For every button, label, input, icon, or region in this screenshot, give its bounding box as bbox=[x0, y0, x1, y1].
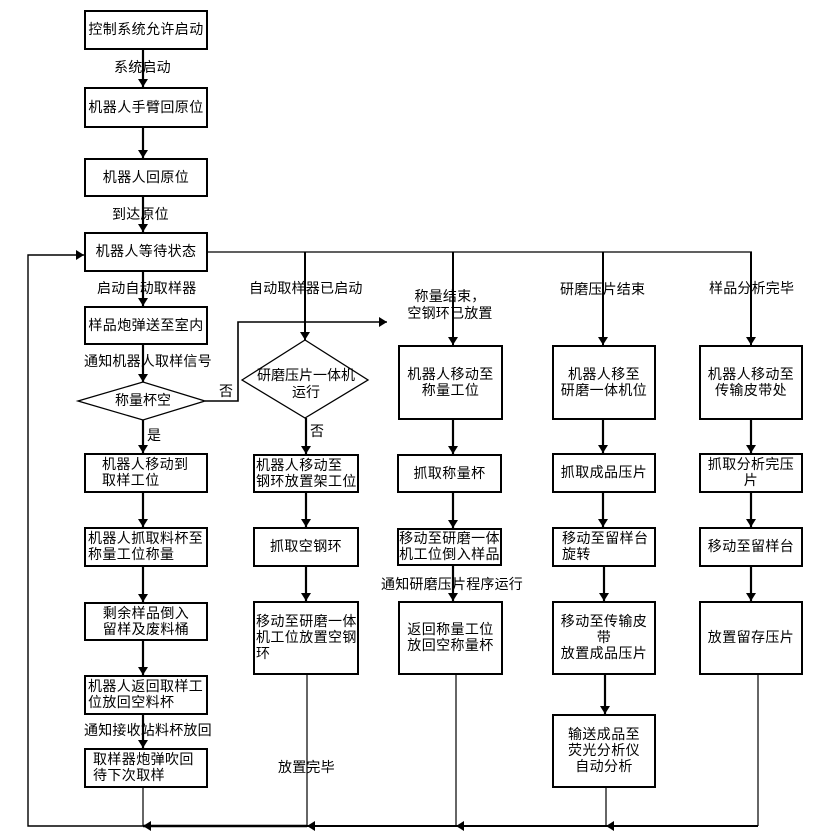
decision-label: 研磨压片一体机 运行 bbox=[257, 368, 355, 401]
decision-grinder-running-shape bbox=[240, 339, 370, 419]
node-label: 返回称量工位 放回空称量杯 bbox=[407, 622, 494, 654]
label-notify-robot-sampling: 通知机器人取样信号 bbox=[84, 354, 212, 370]
node-label: 抓取分析完压片 bbox=[707, 457, 795, 489]
node-label: 抓取空钢环 bbox=[270, 539, 342, 555]
node-label: 输送成品至 荧光分析仪 自动分析 bbox=[568, 727, 640, 775]
node-label: 机器人回原位 bbox=[102, 169, 190, 186]
node-label: 移动至留样台 旋转 bbox=[562, 531, 649, 563]
node-label: 机器人移动至 钢环放置架工位 bbox=[256, 457, 357, 490]
node-control-allow-start: 控制系统允许启动 bbox=[84, 10, 208, 50]
label-system-start: 系统启动 bbox=[114, 60, 171, 76]
node-move-to-retain: 移动至留样台 bbox=[699, 527, 803, 567]
node-convey-to-xrf: 输送成品至 荧光分析仪 自动分析 bbox=[552, 714, 656, 788]
node-robot-wait: 机器人等待状态 bbox=[84, 232, 208, 272]
node-label: 控制系统允许启动 bbox=[88, 22, 204, 38]
node-grab-pellet: 抓取成品压片 bbox=[552, 453, 656, 493]
node-label: 机器人移至 研磨一体机位 bbox=[560, 366, 648, 399]
node-move-to-weigh: 机器人移动至 称量工位 bbox=[398, 345, 503, 420]
node-shell-blow-back: 取样器炮弹吹回 待下次取样 bbox=[84, 748, 208, 788]
node-label: 机器人等待状态 bbox=[95, 244, 197, 260]
node-pour-remainder: 剩余样品倒入 留样及废料桶 bbox=[84, 602, 208, 641]
node-label: 机器人手臂回原位 bbox=[88, 99, 204, 116]
decision-cup-empty: 称量杯空 bbox=[84, 390, 202, 412]
node-move-retain-rotate: 移动至留样台 旋转 bbox=[552, 527, 656, 567]
loop-back-to-wait-state bbox=[27, 250, 143, 827]
node-robot-home: 机器人回原位 bbox=[84, 158, 208, 197]
node-label: 移动至传输皮带 放置成品压片 bbox=[560, 614, 648, 662]
decision-label: 称量杯空 bbox=[115, 392, 171, 409]
node-pour-sample-grinder: 移动至研磨一体 机工位倒入样品 bbox=[397, 528, 502, 566]
node-label: 机器人返回取样工 位放回空料杯 bbox=[88, 679, 204, 711]
node-label: 抓取称量杯 bbox=[413, 465, 486, 482]
node-label: 移动至留样台 bbox=[707, 539, 795, 555]
node-label: 移动至研磨一体 机工位倒入样品 bbox=[399, 531, 500, 563]
node-label: 抓取成品压片 bbox=[560, 465, 648, 481]
label-reached-home: 到达原位 bbox=[112, 207, 169, 223]
label-sampler-started: 自动取样器已启动 bbox=[249, 281, 363, 297]
node-label: 机器人抓取料杯至 称量工位称量 bbox=[88, 531, 204, 563]
label-notify-station-cup-return: 通知接收站料杯放回 bbox=[84, 723, 212, 739]
node-return-empty-cup: 机器人返回取样工 位放回空料杯 bbox=[84, 675, 208, 715]
node-label: 剩余样品倒入 留样及废料桶 bbox=[102, 605, 190, 638]
node-grab-empty-ring: 抓取空钢环 bbox=[253, 527, 359, 567]
node-move-to-belt-end: 机器人移动至 传输皮带处 bbox=[699, 345, 803, 420]
node-return-weigh-cup: 返回称量工位 放回空称量杯 bbox=[398, 601, 503, 675]
node-grab-analyzed-pellet: 抓取分析完压片 bbox=[699, 453, 803, 493]
label-start-auto-sampler: 启动自动取样器 bbox=[97, 281, 197, 297]
label-no-cup: 否 bbox=[219, 384, 234, 400]
label-placement-done: 放置完毕 bbox=[278, 760, 335, 776]
node-label: 取样器炮弹吹回 待下次取样 bbox=[93, 752, 194, 784]
node-label: 机器人移动至 称量工位 bbox=[407, 366, 494, 399]
node-label: 放置留存压片 bbox=[707, 630, 795, 646]
node-move-to-sampling: 机器人移动到 取样工位 bbox=[84, 453, 208, 493]
node-label: 机器人移动到 取样工位 bbox=[102, 457, 189, 489]
node-store-pellet: 放置留存压片 bbox=[699, 601, 803, 675]
label-weigh-done: 称量结束， 空钢环已放置 bbox=[407, 289, 493, 322]
label-no-grinder: 否 bbox=[310, 424, 325, 440]
node-label: 移动至研磨一体 机工位放置空钢 环 bbox=[256, 614, 357, 662]
node-grab-cup-weigh: 机器人抓取料杯至 称量工位称量 bbox=[84, 527, 208, 567]
node-move-to-belt: 移动至传输皮带 放置成品压片 bbox=[552, 601, 656, 675]
label-grinding-done: 研磨压片结束 bbox=[560, 282, 646, 298]
node-place-empty-ring: 移动至研磨一体 机工位放置空钢 环 bbox=[253, 601, 359, 675]
decision-grinder-running: 研磨压片一体机 运行 bbox=[246, 365, 366, 405]
node-move-to-grinder: 机器人移至 研磨一体机位 bbox=[552, 345, 656, 420]
decision-cup-empty-shape bbox=[75, 381, 208, 421]
node-arm-home: 机器人手臂回原位 bbox=[84, 87, 208, 128]
node-sample-shell-arrive: 样品炮弹送至室内 bbox=[84, 306, 208, 345]
node-move-to-ring-rack: 机器人移动至 钢环放置架工位 bbox=[253, 454, 359, 493]
node-label: 机器人移动至 传输皮带处 bbox=[707, 366, 795, 399]
label-notify-grinding-program: 通知研磨压片程序运行 bbox=[381, 577, 523, 593]
arrow-cup-no-branch bbox=[205, 317, 387, 402]
node-grab-weigh-cup: 抓取称量杯 bbox=[397, 454, 502, 493]
label-analysis-done: 样品分析完毕 bbox=[709, 281, 795, 297]
node-label: 样品炮弹送至室内 bbox=[88, 317, 204, 334]
label-yes: 是 bbox=[147, 428, 162, 444]
